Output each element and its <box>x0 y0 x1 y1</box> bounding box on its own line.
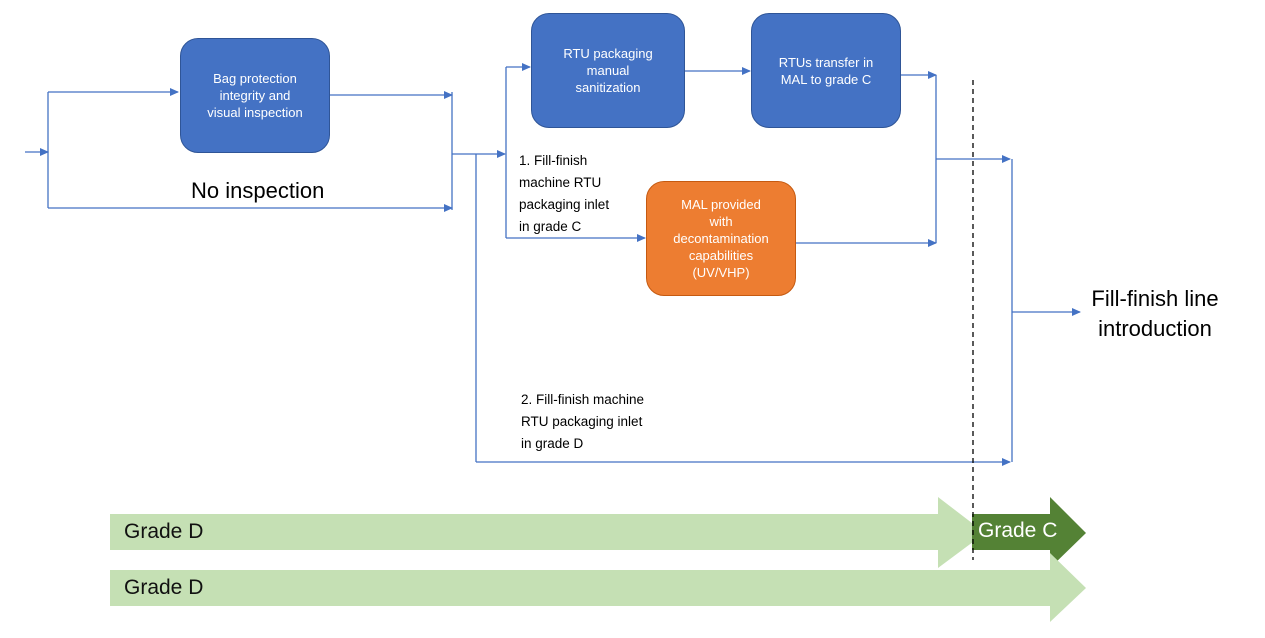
bag-protection-inspection-box: Bag protection integrity and visual insp… <box>180 38 330 153</box>
flow-connectors <box>25 63 1081 466</box>
mal-decontamination-box: MAL provided with decontamination capabi… <box>646 181 796 296</box>
rtu-manual-sanitization-box: RTU packaging manual sanitization <box>531 13 685 128</box>
grade-d-band-bottom <box>110 553 1086 622</box>
grade-c-band-top <box>972 497 1086 568</box>
grade-d-top-label: Grade D <box>124 520 204 543</box>
fill-finish-line-introduction-label: Fill-finish line introduction <box>1091 286 1219 341</box>
option-2-label: 2. Fill-finish machine RTU packaging inl… <box>521 392 645 451</box>
grade-d-band-top <box>110 497 985 568</box>
option-1-label: 1. Fill-finish machine RTU packaging inl… <box>519 153 610 234</box>
grade-c-label: Grade C <box>978 519 1058 542</box>
grade-d-bottom-label: Grade D <box>124 576 204 599</box>
rtus-transfer-mal-box: RTUs transfer in MAL to grade C <box>751 13 901 128</box>
no-inspection-label: No inspection <box>191 178 325 203</box>
